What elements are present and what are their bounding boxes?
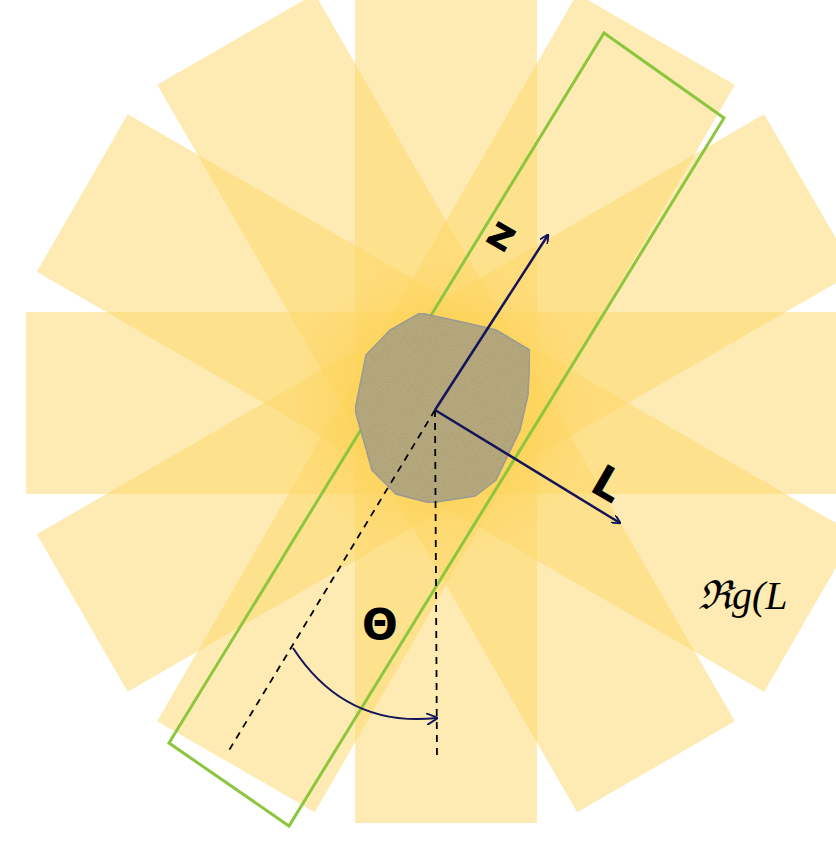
angle-label: Θ bbox=[362, 600, 398, 649]
angle-arc bbox=[293, 648, 437, 719]
vertical-dashed-line bbox=[435, 410, 437, 760]
l-axis bbox=[435, 410, 620, 523]
tilted-dashed-line bbox=[228, 410, 435, 752]
projection-band bbox=[157, 0, 735, 812]
sample-object bbox=[355, 313, 530, 503]
z-axis bbox=[435, 235, 548, 410]
function-label: ℜg(L bbox=[698, 566, 788, 621]
projection-bands bbox=[26, 0, 836, 823]
highlighted-band-outline bbox=[169, 33, 724, 826]
